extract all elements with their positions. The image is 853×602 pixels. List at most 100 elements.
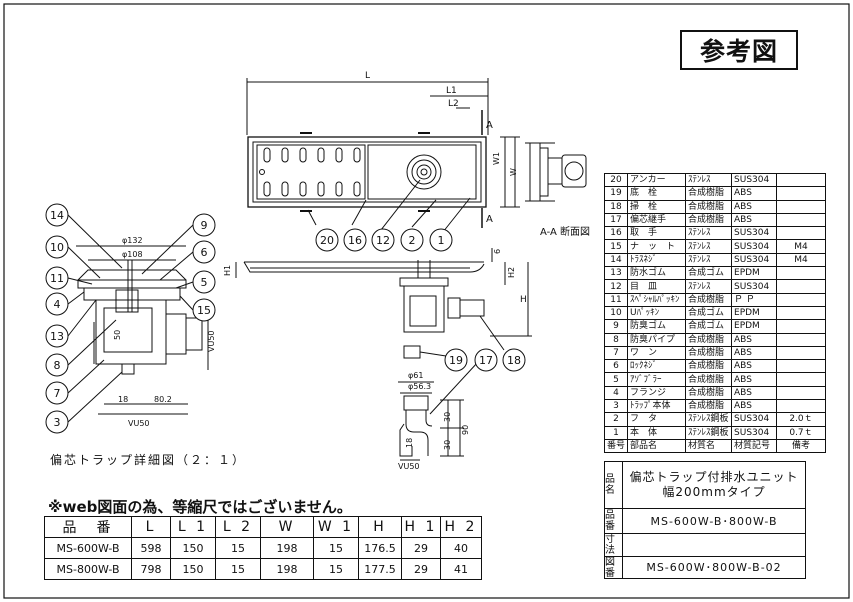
col-header: W: [260, 516, 314, 538]
parts-cell: [776, 279, 827, 294]
parts-cell: ｽﾃﾝﾚｽ鋼板: [685, 425, 733, 440]
parts-cell: ABS: [731, 359, 778, 374]
table-cell: 15: [215, 537, 261, 559]
parts-cell: 偏芯継手: [627, 212, 687, 228]
table-cell: 150: [170, 558, 216, 580]
parts-cell: 16: [603, 226, 629, 241]
title-block: 品名 偏芯トラップ付排水ユニット 幅200mmタイプ 品番 MS-600W-B･…: [604, 461, 806, 579]
dim-18: 18: [118, 395, 128, 404]
parts-cell: 掃 栓: [627, 199, 687, 214]
parts-cell: ABS: [731, 399, 778, 414]
table-cell: 177.5: [358, 558, 402, 580]
dim-30b: 30: [443, 440, 452, 450]
parts-cell: SUS304: [731, 412, 778, 427]
parts-cell: SUS304: [731, 252, 778, 268]
balloon-3: 3: [54, 416, 61, 429]
side-section-view: H1 6 H2 H: [223, 248, 532, 337]
table-cell: MS-800W-B: [44, 558, 132, 580]
parts-cell: 1: [603, 425, 629, 440]
parts-cell: ABS: [731, 332, 778, 347]
parts-cell: 0.7ｔ: [776, 425, 827, 440]
balloon-4: 4: [54, 298, 61, 311]
dim-d61: φ61: [408, 371, 423, 380]
dim-d132: φ132: [122, 236, 143, 245]
section-mark-bottom: A: [486, 214, 493, 225]
parts-cell: ｽﾍﾟｼｬﾙﾊﾟｯｷﾝ: [627, 292, 687, 307]
parts-cell: ｽﾃﾝﾚｽ: [685, 239, 733, 254]
dim-18-small: 18: [405, 438, 414, 448]
parts-cell: SUS304: [731, 226, 778, 241]
drawing-label: 図番: [605, 557, 623, 579]
parts-cell: ｽﾃﾝﾚｽ: [685, 252, 733, 268]
col-header: H: [358, 516, 402, 538]
col-header: 品 番: [44, 516, 132, 538]
parts-cell: 合成樹脂: [685, 199, 733, 214]
parts-cell: [776, 345, 827, 361]
balloon-18: 18: [507, 354, 521, 367]
parts-cell: 12: [603, 279, 629, 294]
col-header: W 1: [313, 516, 359, 538]
parts-cell: 合成ゴム: [685, 266, 733, 281]
sheet-frame: [3, 3, 850, 599]
drawing-value: MS-600W･800W-B-02: [646, 561, 782, 574]
detail-caption: 偏芯トラップ詳細図（２：１）: [50, 453, 247, 467]
parts-cell: 15: [603, 239, 629, 254]
parts-cell: [776, 305, 827, 321]
balloon-15: 15: [197, 304, 211, 317]
parts-cell: 9: [603, 319, 629, 334]
reference-drawing-title: 参考図: [680, 30, 798, 70]
parts-cell: [776, 292, 827, 307]
parts-cell: ｽﾃﾝﾚｽ: [685, 172, 733, 188]
parts-cell: M4: [776, 252, 827, 268]
parts-row: 番号部品名材質名材質記号備考: [603, 438, 827, 454]
parts-cell: 取 手: [627, 226, 687, 241]
table-cell: 29: [401, 558, 441, 580]
parts-cell: [776, 266, 827, 281]
balloon-8: 8: [54, 359, 61, 372]
table-cell: 798: [131, 558, 171, 580]
title-block-name-row: 品名 偏芯トラップ付排水ユニット 幅200mmタイプ: [605, 462, 805, 509]
parts-cell: [776, 172, 827, 188]
table-cell: 40: [440, 537, 482, 559]
parts-cell: SUS304: [731, 239, 778, 254]
parts-cell: 5: [603, 372, 629, 387]
parts-cell: ワ ン: [627, 345, 687, 361]
scale-note: ※web図面の為、等縮尺ではございません。: [48, 498, 352, 516]
section-balloons: [403, 315, 526, 415]
parts-cell: 本 体: [627, 425, 687, 440]
table-cell: 150: [170, 537, 216, 559]
col-header: H 2: [440, 516, 482, 538]
parts-cell: ｱｿﾞﾌﾞﾗｰ: [627, 372, 687, 387]
title-block-size-row: 寸法: [605, 534, 805, 557]
parts-cell: Ｐ Ｐ: [731, 292, 778, 307]
parts-cell: SUS304: [731, 425, 778, 440]
parts-cell: ABS: [731, 345, 778, 361]
parts-cell: EPDM: [731, 266, 778, 281]
parts-cell: 防水ゴム: [627, 266, 687, 281]
col-header: L: [131, 516, 171, 538]
dim-L: L: [365, 71, 370, 81]
parts-cell: 防臭ゴム: [627, 319, 687, 334]
parts-cell: EPDM: [731, 319, 778, 334]
table-cell: 176.5: [358, 537, 402, 559]
col-header: L 2: [215, 516, 261, 538]
parts-cell: [776, 319, 827, 334]
offset-joint-view: φ61 φ56.3 30 30 90 18 VU50: [398, 371, 470, 471]
parts-cell: [776, 372, 827, 387]
parts-cell: EPDM: [731, 305, 778, 321]
balloon-20: 20: [320, 234, 334, 247]
title-block-number-row: 品番 MS-600W-B･800W-B: [605, 509, 805, 534]
dim-vu50-side: VU50: [207, 330, 216, 352]
